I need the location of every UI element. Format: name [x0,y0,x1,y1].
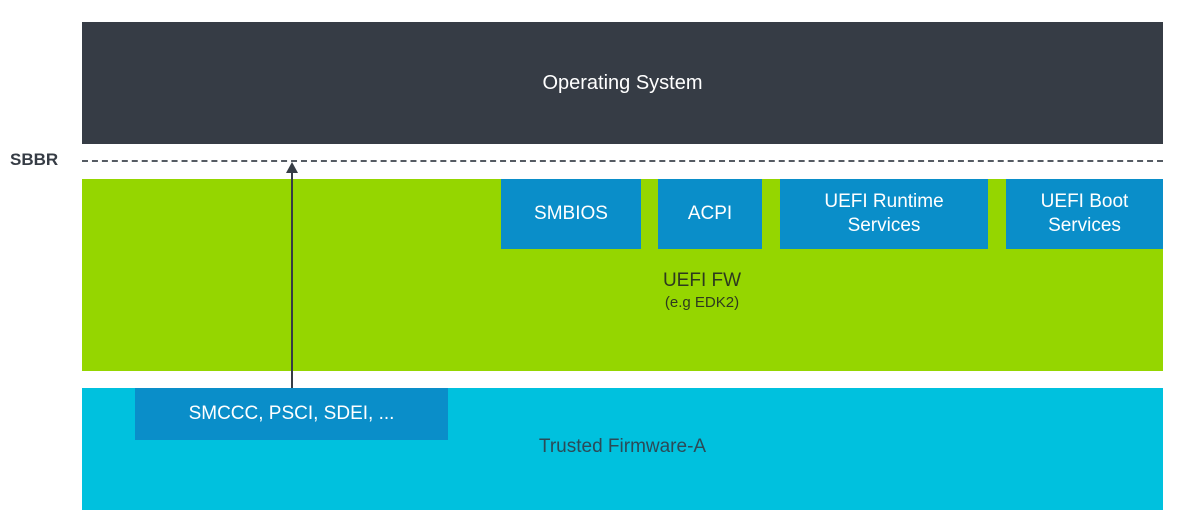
acpi-label: ACPI [687,203,733,224]
operating-system-layer: Operating System [82,22,1163,144]
sbbr-label: SBBR [10,150,59,169]
smccc-psci-sdei-box: SMCCC, PSCI, SDEI, ... [135,388,448,440]
acpi-box: ACPI [658,179,762,249]
uefi-firmware-subtitle: (e.g EDK2) [664,294,740,311]
interface-arrow-head [286,162,298,173]
uefi-runtime-services-label-line2: Services [847,215,921,236]
sbbr-boundary-line [82,160,1163,162]
uefi-boot-services-label-line2: Services [1048,215,1121,236]
uefi-runtime-services-box: UEFI Runtime Services [780,179,988,249]
smbios-label: SMBIOS [534,203,608,224]
operating-system-label: Operating System [542,71,703,94]
trusted-firmware-a-layer: Trusted Firmware-A [82,388,1163,510]
uefi-firmware-title: UEFI FW [662,270,742,291]
smbios-box: SMBIOS [501,179,641,249]
trusted-firmware-a-label: Trusted Firmware-A [82,436,1163,458]
uefi-firmware-label: UEFI FW (e.g EDK2) [602,269,802,313]
uefi-boot-services-label-line1: UEFI Boot [1040,191,1129,212]
uefi-runtime-services-label-line1: UEFI Runtime [824,191,944,212]
uefi-boot-services-box: UEFI Boot Services [1006,179,1163,249]
trusted-firmware-a-text: Trusted Firmware-A [538,436,707,457]
